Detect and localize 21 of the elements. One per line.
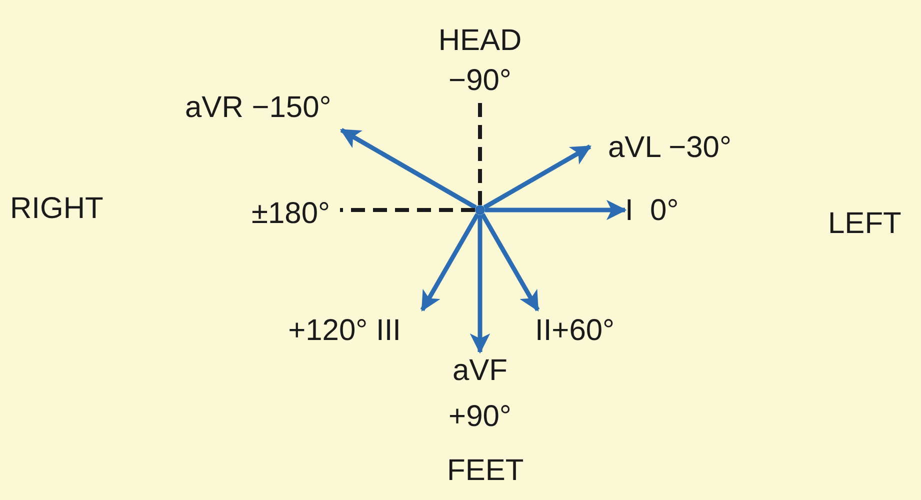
axis-label: ±180° — [251, 196, 330, 232]
direction-label: RIGHT — [10, 191, 104, 227]
direction-label: FEET — [447, 453, 524, 489]
axis-label: aVL −30° — [608, 130, 732, 166]
lead-arrow — [485, 200, 627, 220]
axis-label: +90° — [448, 399, 512, 435]
dashed-axis-line — [478, 100, 482, 205]
dashed-axis-line — [340, 208, 475, 212]
axis-label: +120° III — [288, 313, 401, 349]
axis-label: II+60° — [535, 313, 615, 349]
lead-arrow — [340, 128, 477, 210]
lead-arrow — [483, 144, 592, 210]
lead-arrow — [470, 215, 490, 354]
lead-arrow — [420, 213, 480, 312]
axis-label: aVF — [452, 353, 508, 389]
lead-arrow — [480, 213, 540, 312]
axis-label: HEAD — [438, 23, 522, 59]
axis-label: aVR −150° — [185, 90, 332, 126]
direction-label: LEFT — [828, 206, 902, 242]
axis-label: I 0° — [625, 193, 679, 229]
axis-label: −90° — [448, 63, 512, 99]
